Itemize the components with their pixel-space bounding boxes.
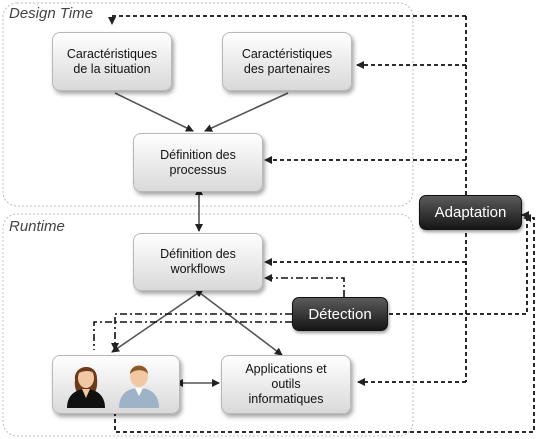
- monitoring-lines: [93, 274, 345, 351]
- definition-workflows-box: Définition des workflows: [133, 233, 263, 291]
- runtime-zone: [2, 213, 414, 437]
- man-user-icon: [119, 364, 159, 408]
- arrow-workflows-applications: [194, 288, 283, 356]
- definition-processus-box: Définition des processus: [133, 133, 263, 192]
- design-time-zone: [2, 2, 414, 207]
- adaptation-box: Adaptation: [419, 195, 522, 230]
- woman-user-icon: [67, 366, 105, 408]
- caract-partenaires-box: Caractéristiques des partenaires: [222, 32, 352, 91]
- design-time-label: Design Time: [9, 5, 94, 22]
- caract-situation-box: Caractéristiques de la situation: [52, 32, 172, 91]
- arrow-partenaires-to-processus: [204, 92, 289, 132]
- arrow-situation-to-processus: [114, 92, 194, 132]
- detection-box: Détection: [292, 297, 388, 331]
- applications-box: Applications et outils informatiques: [221, 355, 351, 414]
- runtime-label: Runtime: [9, 218, 65, 235]
- people-box: [52, 355, 180, 414]
- people-icons: [67, 364, 159, 408]
